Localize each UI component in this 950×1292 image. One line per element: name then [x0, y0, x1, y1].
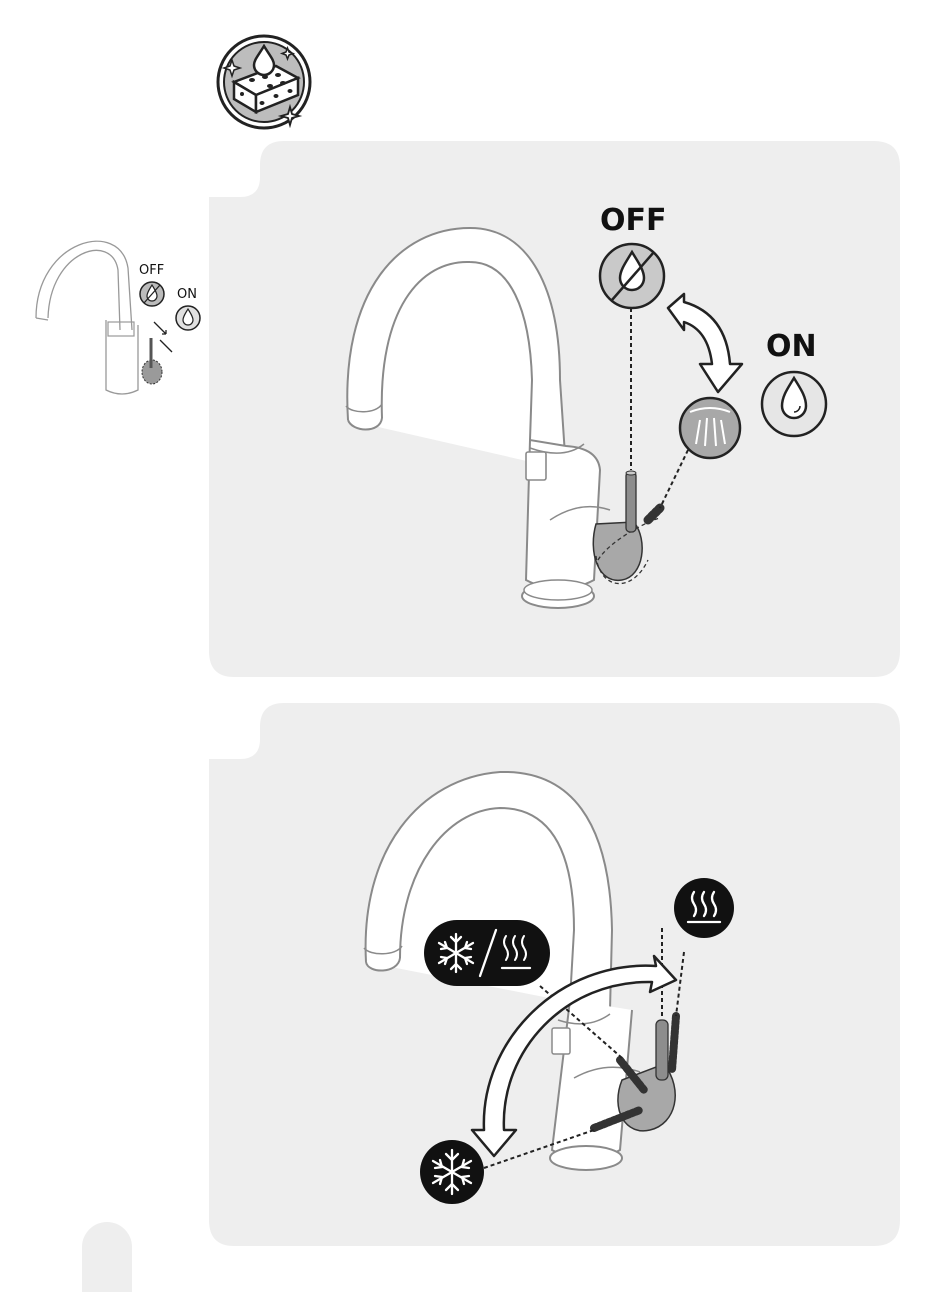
- page-edge-tab: [82, 1222, 132, 1292]
